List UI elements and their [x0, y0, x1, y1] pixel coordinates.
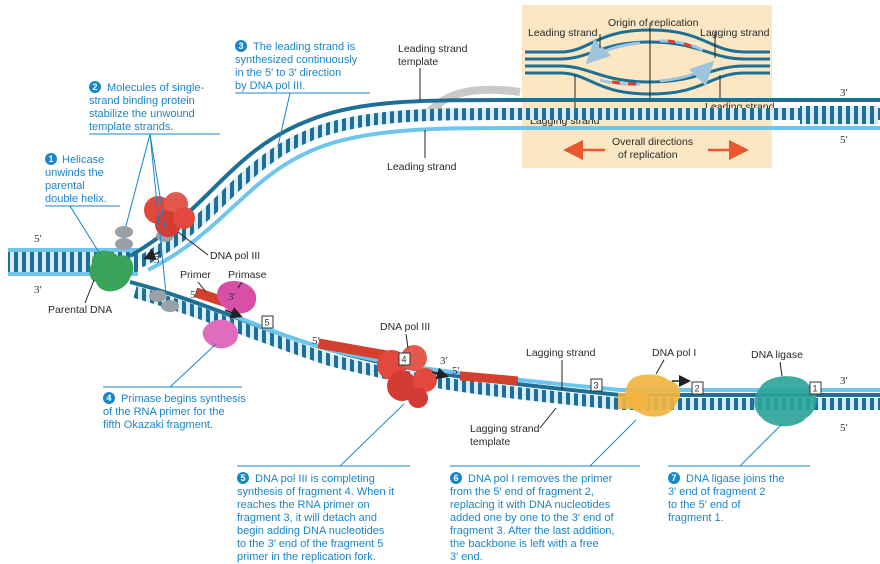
right-double-helix: [800, 106, 878, 124]
svg-text:DNA ligase joins the: DNA ligase joins the: [686, 473, 784, 485]
svg-text:3: 3: [239, 41, 244, 51]
svg-text:1: 1: [813, 384, 818, 394]
svg-text:3′ end.: 3′ end.: [450, 551, 483, 563]
svg-text:DNA pol III: DNA pol III: [210, 250, 260, 262]
svg-text:added one by one to the 3′ end: added one by one to the 3′ end of: [450, 512, 614, 524]
svg-text:unwinds the: unwinds the: [45, 167, 104, 179]
helicase: [89, 251, 133, 292]
step-4-callout: 4 Primase begins synthesis of the RNA pr…: [103, 344, 246, 431]
svg-text:begin adding DNA nucleotides: begin adding DNA nucleotides: [237, 525, 385, 537]
svg-text:template: template: [470, 436, 510, 448]
end-3-frag4: 3′: [440, 355, 448, 367]
svg-text:parental: parental: [45, 180, 85, 192]
svg-text:3′ end of fragment 2: 3′ end of fragment 2: [668, 486, 765, 498]
inset-origin-label: Origin of replication: [608, 17, 699, 29]
svg-text:synthesis of fragment 4. When: synthesis of fragment 4. When it: [237, 486, 394, 498]
label-leading-strand: Leading strand: [387, 130, 457, 173]
svg-text:Leading strand: Leading strand: [387, 161, 457, 173]
svg-text:Parental DNA: Parental DNA: [48, 304, 112, 316]
svg-text:by DNA pol III.: by DNA pol III.: [235, 80, 305, 92]
svg-text:fragment 3, it will detach and: fragment 3, it will detach and: [237, 512, 377, 524]
svg-text:The leading strand is: The leading strand is: [253, 41, 356, 53]
svg-text:reaches the RNA primer on: reaches the RNA primer on: [237, 499, 370, 511]
svg-text:of the RNA primer for the: of the RNA primer for the: [103, 406, 225, 418]
label-dna-ligase: DNA ligase: [751, 349, 803, 376]
svg-text:4: 4: [402, 355, 407, 365]
svg-text:DNA pol I: DNA pol I: [652, 347, 696, 359]
svg-text:Primase begins synthesis: Primase begins synthesis: [121, 393, 246, 405]
svg-text:DNA pol I removes the primer: DNA pol I removes the primer: [468, 473, 613, 485]
svg-text:5: 5: [241, 473, 246, 483]
fragment-1-box: 1: [810, 382, 821, 394]
fragment-3-box: 3: [591, 379, 602, 391]
svg-text:Helicase: Helicase: [62, 154, 104, 166]
svg-text:the backbone is left with a fr: the backbone is left with a free: [450, 538, 599, 550]
label-dna-pol-iii-mid: DNA pol III: [380, 321, 430, 348]
end-5-right-top: 5′: [840, 134, 848, 146]
svg-text:4: 4: [107, 393, 112, 403]
svg-text:2: 2: [695, 384, 700, 394]
fragment-4-box: 4: [399, 353, 410, 365]
fragment-2-box: 2: [692, 382, 703, 394]
end-3-left: 3′: [34, 284, 42, 296]
inset-lagging-strand-tr: Lagging strand: [700, 27, 770, 39]
svg-text:7: 7: [672, 473, 677, 483]
inset-overall-line1: Overall directions: [612, 136, 693, 148]
svg-text:to the 5′ end of: to the 5′ end of: [668, 499, 741, 511]
svg-text:DNA pol III is completing: DNA pol III is completing: [255, 473, 375, 485]
end-3-leading: 3′: [154, 254, 162, 266]
svg-text:from the 5′ end of fragment 2,: from the 5′ end of fragment 2,: [450, 486, 594, 498]
label-dna-pol-iii-top: DNA pol III: [178, 232, 260, 262]
label-lagging-strand-template: Lagging strand template: [470, 408, 556, 448]
fragment-5-box: 5: [262, 316, 273, 328]
end-5-frag3: 5′: [452, 365, 460, 377]
svg-text:Molecules of single-: Molecules of single-: [107, 82, 205, 94]
svg-text:to the 3′ end of the fragment: to the 3′ end of the fragment 5: [237, 538, 383, 550]
step-1-callout: 1 Helicase unwinds the parental double h…: [45, 153, 120, 254]
svg-text:in the 5′ to 3′ direction: in the 5′ to 3′ direction: [235, 67, 341, 79]
svg-text:6: 6: [454, 473, 459, 483]
svg-text:fragment 1.: fragment 1.: [668, 512, 724, 524]
svg-text:replacing it with DNA nucleoti: replacing it with DNA nucleotides: [450, 499, 611, 511]
dna-ligase: [754, 376, 817, 426]
svg-text:Lagging strand: Lagging strand: [470, 423, 540, 435]
svg-text:Primer: Primer: [180, 269, 211, 281]
svg-text:stabilize the unwound: stabilize the unwound: [89, 108, 195, 120]
svg-text:fifth Okazaki fragment.: fifth Okazaki fragment.: [103, 419, 213, 431]
svg-text:Leading strand: Leading strand: [398, 43, 468, 55]
end-5-primer: 5′: [190, 289, 198, 301]
svg-text:5: 5: [265, 318, 270, 328]
svg-text:Primase: Primase: [228, 269, 267, 281]
step-3-callout: 3 The leading strand is synthesized cont…: [235, 40, 370, 146]
end-5-right-bottom: 5′: [840, 422, 848, 434]
replication-bubble-inset: Leading strand Origin of replication Lag…: [522, 5, 775, 168]
svg-text:primer in the replication fork: primer in the replication fork.: [237, 551, 376, 563]
svg-text:1: 1: [49, 154, 54, 164]
end-3-primer: 3′: [228, 291, 236, 303]
svg-text:template: template: [398, 56, 438, 68]
svg-text:Lagging strand: Lagging strand: [526, 347, 596, 359]
end-3-right-bottom: 3′: [840, 375, 848, 387]
svg-text:DNA ligase: DNA ligase: [751, 349, 803, 361]
svg-text:2: 2: [93, 82, 98, 92]
dna-pol-i: [625, 374, 680, 416]
svg-text:3: 3: [594, 381, 599, 391]
end-3-right-top: 3′: [840, 87, 848, 99]
inset-leading-strand-tl: Leading strand: [528, 27, 598, 39]
label-dna-pol-i: DNA pol I: [652, 347, 696, 374]
svg-text:strand binding protein: strand binding protein: [89, 95, 195, 107]
step-5-callout: 5 DNA pol III is completing synthesis of…: [237, 404, 410, 563]
svg-text:synthesized continuously: synthesized continuously: [235, 54, 358, 66]
end-5-frag4: 5′: [312, 335, 320, 347]
end-5-left: 5′: [34, 233, 42, 245]
inset-overall-line2: of replication: [618, 149, 678, 161]
step-7-callout: 7 DNA ligase joins the 3′ end of fragmen…: [668, 424, 810, 524]
svg-text:fragment 3. After the last add: fragment 3. After the last addition,: [450, 525, 614, 537]
svg-text:template strands.: template strands.: [89, 121, 173, 133]
svg-text:DNA pol III: DNA pol III: [380, 321, 430, 333]
svg-text:double helix.: double helix.: [45, 193, 107, 205]
